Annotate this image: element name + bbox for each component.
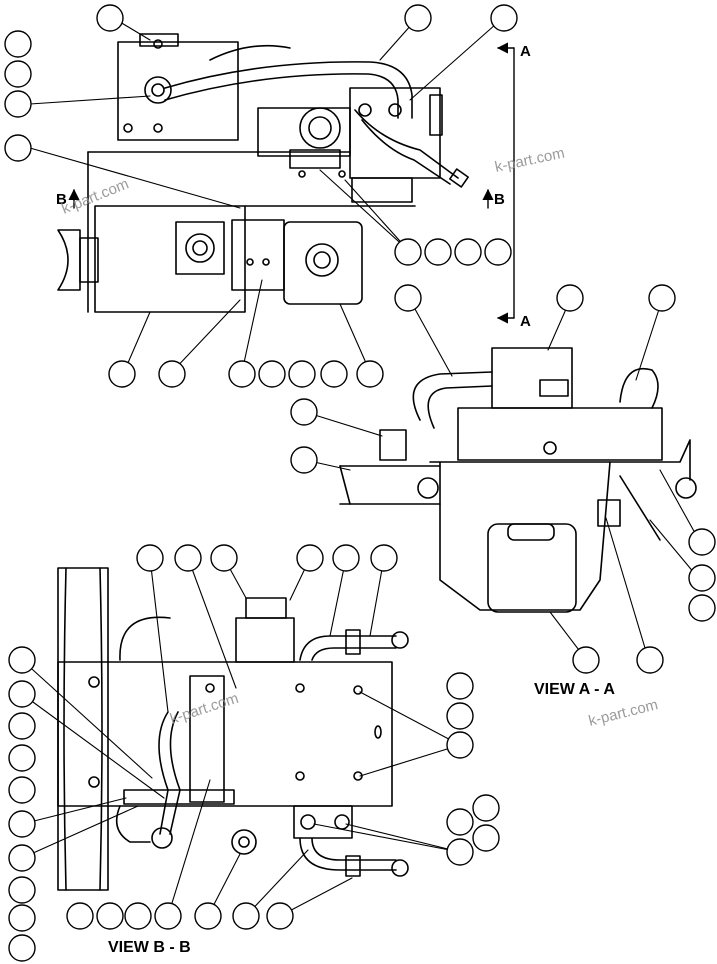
callout-balloon (556, 284, 584, 312)
callout-balloon (210, 544, 238, 572)
callout-balloon (320, 360, 348, 388)
section-b-label-left: B (56, 191, 67, 208)
callout-balloon (266, 902, 294, 930)
callout-balloon (8, 844, 36, 872)
callout-balloon (258, 360, 286, 388)
callout-balloon (8, 744, 36, 772)
callout-balloon (290, 446, 318, 474)
callout-balloon (424, 238, 452, 266)
callout-balloon (572, 646, 600, 674)
view-b-title: VIEW B - B (108, 939, 191, 956)
callout-balloon (66, 902, 94, 930)
callout-balloon (356, 360, 384, 388)
watermark: k-part.com (587, 696, 660, 730)
callout-balloon (8, 646, 36, 674)
callout-balloon (194, 902, 222, 930)
callout-balloon (4, 60, 32, 88)
callout-balloon (688, 528, 716, 556)
callout-balloon (108, 360, 136, 388)
callout-balloon (490, 4, 518, 32)
callout-balloon (648, 284, 676, 312)
callout-balloon (394, 238, 422, 266)
view-a-assembly (339, 347, 697, 613)
callout-balloon (228, 360, 256, 388)
callout-balloon (96, 902, 124, 930)
callout-balloon (404, 4, 432, 32)
callout-balloon (636, 646, 664, 674)
callout-leaders (21, 21, 701, 917)
section-a-label-bottom: A (520, 313, 531, 330)
callout-balloons (4, 4, 716, 962)
callout-balloon (158, 360, 186, 388)
callout-balloon (290, 398, 318, 426)
callout-balloon (484, 238, 512, 266)
callout-balloon (8, 810, 36, 838)
callout-balloon (8, 904, 36, 932)
callout-balloon (8, 680, 36, 708)
callout-balloon (446, 672, 474, 700)
callout-balloon (96, 4, 124, 32)
callout-balloon (472, 824, 500, 852)
watermark: k-part.com (168, 690, 241, 728)
callout-balloon (232, 902, 260, 930)
callout-balloon (8, 934, 36, 962)
callout-balloon (472, 794, 500, 822)
callout-balloon (688, 594, 716, 622)
section-b-label-right: B (494, 191, 505, 208)
callout-balloon (288, 360, 316, 388)
callout-balloon (136, 544, 164, 572)
callout-balloon (8, 776, 36, 804)
section-arrows (68, 42, 515, 324)
callout-balloon (8, 712, 36, 740)
section-a-label-top: A (520, 43, 531, 60)
callout-balloon (454, 238, 482, 266)
callout-balloon (8, 876, 36, 904)
callout-balloon (332, 544, 360, 572)
callout-balloon (4, 90, 32, 118)
watermark: k-part.com (493, 145, 566, 176)
callout-balloon (446, 731, 474, 759)
callout-balloon (174, 544, 202, 572)
callout-balloon (688, 564, 716, 592)
callout-balloon (446, 808, 474, 836)
callout-balloon (4, 134, 32, 162)
callout-balloon (446, 838, 474, 866)
callout-balloon (446, 702, 474, 730)
callout-balloon (296, 544, 324, 572)
callout-balloon (124, 902, 152, 930)
view-a-title: VIEW A - A (534, 681, 615, 698)
callout-balloon (4, 30, 32, 58)
callout-balloon (370, 544, 398, 572)
view-b-assembly (57, 567, 409, 891)
top-view-assembly (57, 33, 469, 313)
callout-balloon (154, 902, 182, 930)
callout-balloon (394, 284, 422, 312)
